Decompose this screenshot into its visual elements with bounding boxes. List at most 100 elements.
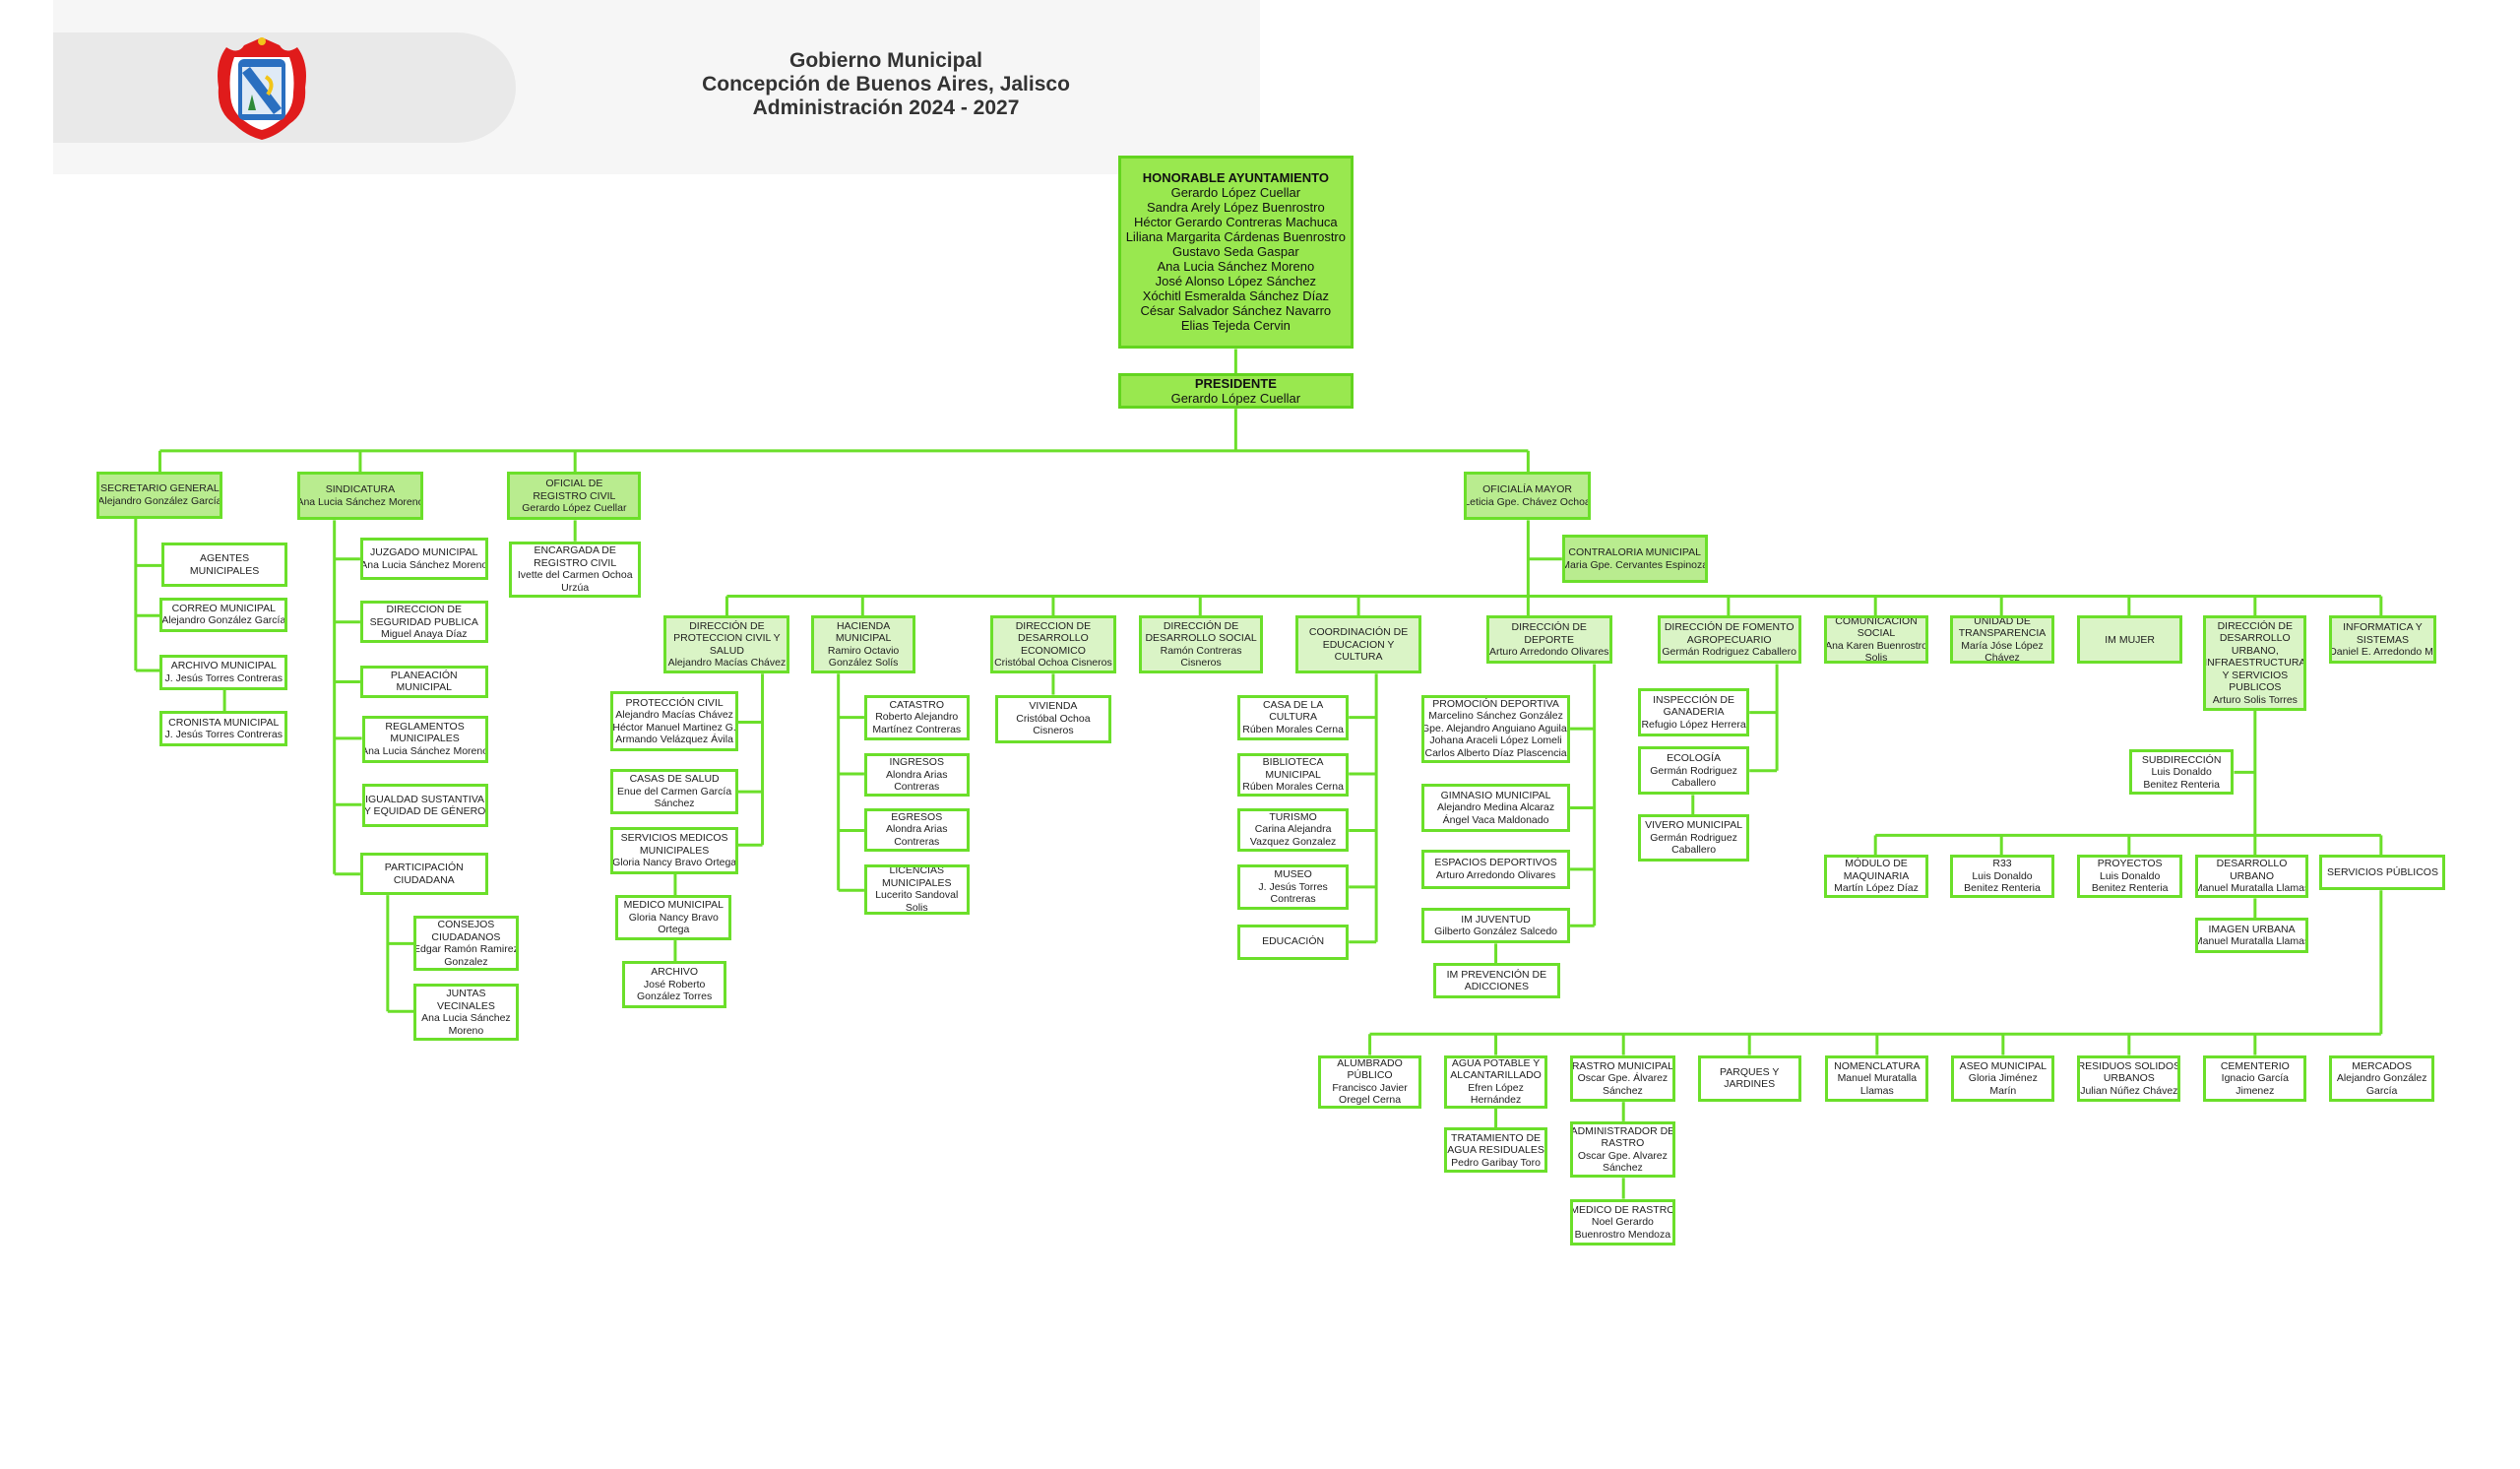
org-box-line: Alejandro Medina Alcaraz bbox=[1437, 801, 1555, 814]
org-box-line: SEGURIDAD PUBLICA bbox=[369, 615, 478, 628]
org-box-line: J. Jesús Torres Contreras bbox=[164, 671, 283, 684]
org-box-line: REGISTRO CIVIL bbox=[534, 556, 617, 569]
org-box-line: DEPORTE bbox=[1524, 633, 1574, 646]
org-box-line: Gustavo Seda Gaspar bbox=[1172, 244, 1299, 260]
org-box-line: Ramiro Octavio bbox=[827, 644, 900, 657]
org-box-line: Sandra Arely López Buenrostro bbox=[1147, 200, 1325, 216]
org-box-line: ECONOMICO bbox=[1020, 644, 1086, 657]
org-box-title: DIRECCION DE bbox=[386, 604, 462, 616]
org-box-line: SOCIAL bbox=[1857, 627, 1896, 640]
org-box-title: IM PREVENCIÓN DE bbox=[1446, 968, 1547, 981]
org-box-line: GANADERIA bbox=[1663, 706, 1725, 719]
org-box-title: HONORABLE AYUNTAMIENTO bbox=[1142, 170, 1329, 186]
org-box-line: Alejandro Macías Chávez bbox=[667, 657, 787, 670]
org-box-title: MUSEO bbox=[1274, 868, 1312, 881]
org-box-line: MUNICIPAL bbox=[1265, 768, 1321, 781]
org-box-line: Hernández bbox=[1470, 1094, 1522, 1107]
org-box-line: Y EQUIDAD DE GÉNERO bbox=[363, 805, 486, 818]
org-box-title: CONSEJOS bbox=[437, 919, 495, 931]
org-box-line: Caballero bbox=[1671, 777, 1717, 789]
org-box-line: Elias Tejeda Cervin bbox=[1180, 318, 1291, 334]
org-box-line: Vazquez Gonzalez bbox=[1249, 835, 1337, 848]
org-box-title: MEDICO MUNICIPAL bbox=[623, 899, 724, 912]
org-box-line: Arturo Solis Torres bbox=[2212, 693, 2298, 706]
org-box-line: Martínez Contreras bbox=[872, 723, 962, 735]
org-box-line: Chávez bbox=[1984, 652, 2020, 665]
org-box-line: Arturo Arredondo Olivares bbox=[1489, 646, 1609, 659]
org-box-title: IGUALDAD SUSTANTIVA bbox=[365, 793, 485, 805]
org-box-line: Moreno bbox=[448, 1024, 484, 1037]
org-box-title: SUBDIRECCIÓN bbox=[2141, 753, 2222, 766]
org-box-line: Armando Velázquez Ávila bbox=[615, 734, 733, 746]
org-box-line: Sánchez bbox=[654, 798, 695, 810]
org-box-title: VIVIENDA bbox=[1029, 700, 1078, 713]
org-box-title: UNIDAD DE bbox=[1974, 615, 2031, 627]
org-box-line: AGUA RESIDUALES bbox=[1447, 1144, 1544, 1157]
org-box-title: ARCHIVO MUNICIPAL bbox=[170, 660, 277, 672]
org-box-line: Luis Donaldo bbox=[2151, 766, 2212, 779]
org-box-line: URBANOS bbox=[2103, 1072, 2155, 1085]
org-box-title: AGENTES bbox=[199, 552, 250, 565]
org-box-line: Alejandro Macías Chávez bbox=[615, 709, 733, 722]
org-box-title: DIRECCION DE bbox=[1015, 619, 1092, 632]
org-box-title: PLANEACIÓN bbox=[390, 669, 458, 681]
org-box-line: Gilberto González Salcedo bbox=[1434, 926, 1558, 938]
org-box-title: REGLAMENTOS bbox=[385, 720, 465, 733]
org-box-line: Ana Lucia Sánchez Moreno bbox=[296, 495, 423, 508]
org-box-line: TRANSPARENCIA bbox=[1958, 627, 2047, 640]
org-box-line: CIUDADANOS bbox=[431, 930, 501, 943]
org-box-line: Ortega bbox=[658, 924, 690, 936]
org-box-line: JARDINES bbox=[1724, 1078, 1776, 1091]
org-box-line: Sánchez bbox=[1602, 1084, 1643, 1097]
org-box-im-mujer: IM MUJER bbox=[2077, 615, 2182, 665]
header-title-line: Concepción de Buenos Aires, Jalisco bbox=[702, 73, 1070, 96]
org-box-line: Xóchitl Esmeralda Sánchez Díaz bbox=[1142, 288, 1329, 304]
org-box-line: Ivette del Carmen Ochoa bbox=[517, 569, 633, 582]
org-box-line: DESARROLLO bbox=[1018, 632, 1089, 645]
org-box-title: IMAGEN URBANA bbox=[2208, 923, 2296, 935]
org-box-title: EDUCACIÓN bbox=[1262, 935, 1325, 948]
org-box-title: RESIDUOS SOLIDOS bbox=[2077, 1059, 2181, 1072]
org-box-title: MEDICO DE RASTRO bbox=[1570, 1203, 1675, 1216]
org-box-line: Rúben Morales Cerna bbox=[1242, 723, 1344, 735]
org-box-title: INGRESOS bbox=[889, 756, 944, 769]
org-box-line: Jimenez bbox=[2236, 1084, 2275, 1097]
org-box-line: Liliana Margarita Cárdenas Buenrostro bbox=[1125, 229, 1346, 245]
org-box-line: Gpe. Alejandro Anguiano Aguilar bbox=[1421, 722, 1571, 734]
org-box-line: Oregel Cerna bbox=[1339, 1094, 1402, 1107]
org-box-line: César Salvador Sánchez Navarro bbox=[1140, 303, 1332, 319]
org-box-line: Refugio López Herrera bbox=[1641, 718, 1746, 731]
org-box-line: Luis Donaldo bbox=[2099, 869, 2161, 882]
org-box-line: Miguel Anaya Díaz bbox=[380, 628, 468, 641]
org-box-line: MUNICIPALES bbox=[390, 733, 460, 745]
org-box-line: Ángel Vaca Maldonado bbox=[1442, 813, 1549, 826]
org-box-line: Noel Gerardo bbox=[1591, 1216, 1654, 1229]
org-box-line: CIUDADANA bbox=[393, 873, 455, 886]
